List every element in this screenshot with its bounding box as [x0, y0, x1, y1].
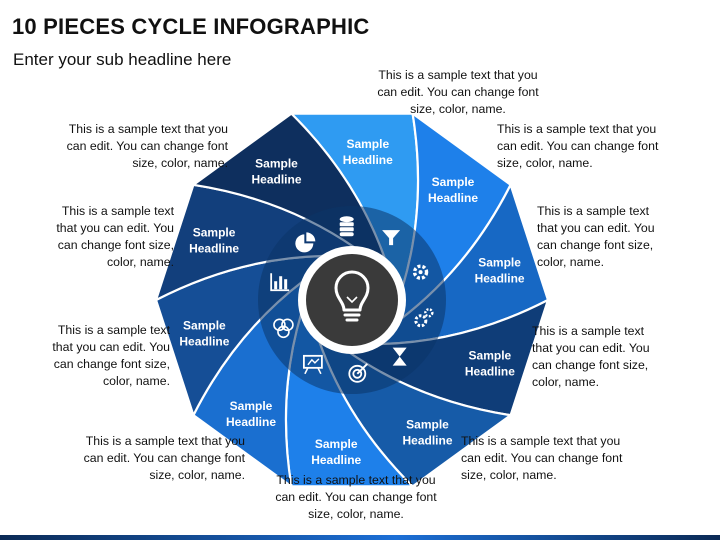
target-icon	[348, 363, 368, 383]
description-3: This is a sample text that you can edit.…	[537, 204, 655, 269]
center-hub	[298, 246, 406, 354]
lightbulb-icon	[334, 270, 370, 322]
hub-core	[306, 254, 398, 346]
description-6: This is a sample text that you can edit.…	[275, 473, 437, 521]
database-icon	[339, 216, 354, 237]
venn-icon	[273, 318, 294, 339]
description-8: This is a sample text that you can edit.…	[52, 323, 170, 388]
description-9: This is a sample text that you can edit.…	[56, 204, 174, 269]
pie-chart-icon	[295, 232, 316, 253]
hourglass-icon	[392, 347, 407, 366]
bottom-accent-bar	[0, 535, 720, 540]
icons-layer	[270, 216, 434, 383]
description-7: This is a sample text that you can edit.…	[83, 434, 245, 482]
gears-icon	[414, 308, 434, 328]
description-1: This is a sample text that you can edit.…	[377, 68, 539, 116]
presentation-icon	[302, 354, 323, 375]
bar-chart-icon	[270, 273, 290, 292]
description-4: This is a sample text that you can edit.…	[532, 324, 650, 389]
description-5: This is a sample text that you can edit.…	[461, 434, 623, 482]
funnel-icon	[382, 230, 401, 246]
description-2: This is a sample text that you can edit.…	[497, 122, 659, 170]
page-subtitle: Enter your sub headline here	[13, 50, 232, 69]
gear-icon	[412, 264, 429, 280]
page-title: 10 PIECES CYCLE INFOGRAPHIC	[12, 14, 370, 39]
description-10: This is a sample text that you can edit.…	[66, 122, 228, 170]
